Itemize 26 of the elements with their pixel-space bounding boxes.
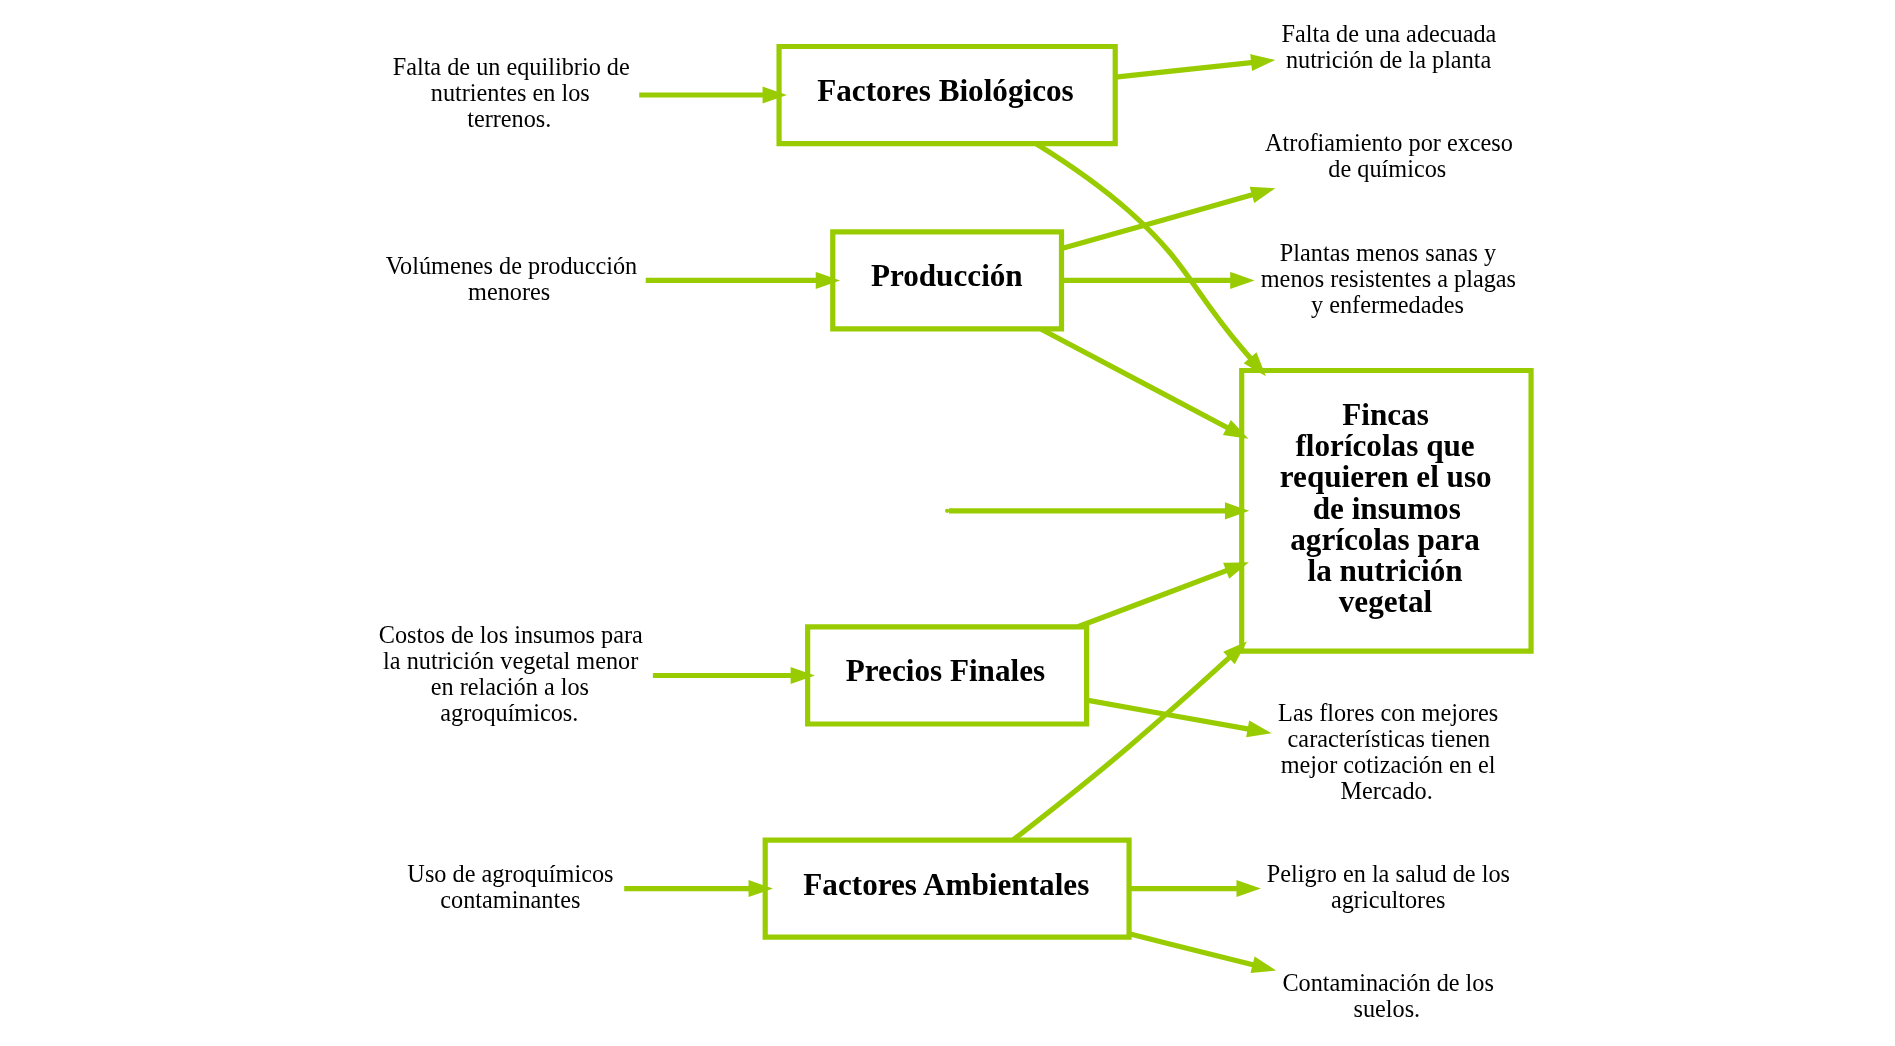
node-text: Contaminación de los suelos.: [1281, 969, 1494, 1023]
arrow: [948, 502, 1249, 520]
arrow: [1039, 326, 1248, 439]
arrow: [1128, 931, 1276, 973]
node-text: Volúmenes de producción menores: [385, 251, 637, 305]
arrow: [1128, 880, 1261, 898]
node-text: Atrofiamiento por exceso de químicos: [1264, 128, 1513, 182]
node-text: Costos de los insumos para la nutrición vegetal menor en relación a los agroquímicos.: [378, 620, 643, 726]
node-box: Factores Ambientales: [762, 837, 1132, 940]
arrow: [652, 666, 815, 684]
node-text: Las flores con mejores características tienen mejor cotización en el Mercado.: [1277, 698, 1498, 804]
arrow: [623, 880, 773, 898]
node-box: Factores Biológicos: [775, 43, 1118, 147]
node-text: Falta de un equilibrio de nutrientes en los terrenos.: [392, 53, 630, 133]
node-text: Peligro en la salud de los agricultores: [1266, 860, 1510, 914]
node-text: Plantas menos sanas y menos resistentes a plagas y enfermedades: [1260, 238, 1516, 318]
arrow: [1114, 54, 1275, 80]
node-text: Uso de agroquímicos contaminantes: [406, 860, 613, 914]
node-box: Producción: [829, 229, 1064, 332]
arrow: [638, 86, 787, 104]
node-box: Precios Finales: [804, 624, 1089, 727]
arrow: [645, 271, 840, 289]
node-box: Fincas florícolas que requieren el uso de insumos agrícolas para la nutrición vegetal: [1238, 367, 1534, 654]
arrow: [1076, 562, 1249, 630]
node-text: Falta de una adecuada nutrición de la planta: [1281, 19, 1496, 73]
arrow: [1061, 271, 1255, 289]
